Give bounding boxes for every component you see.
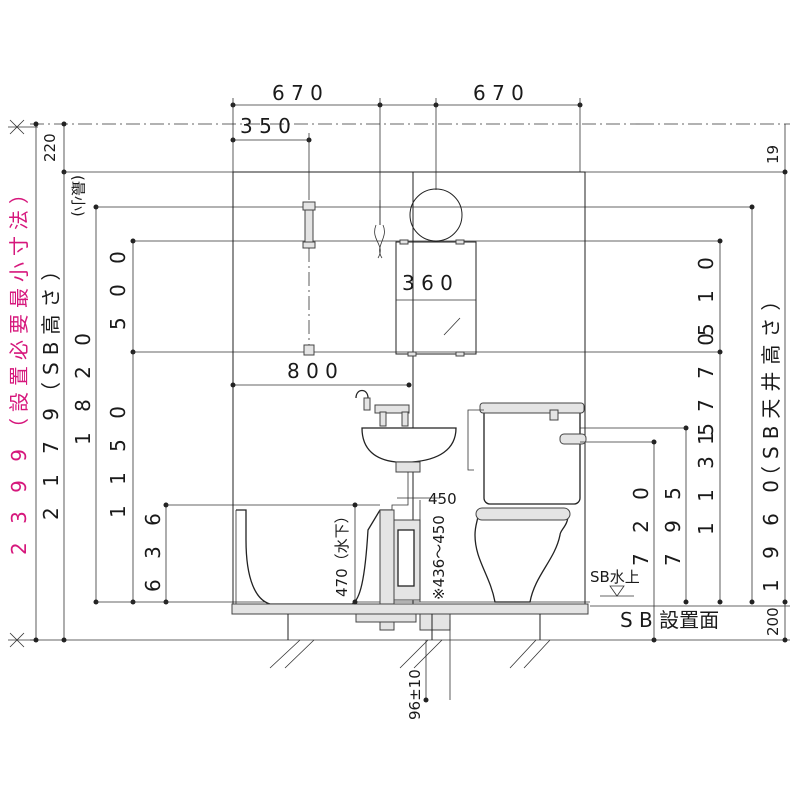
label-800: 8 0 0 [287, 359, 338, 383]
label-500: 5 0 0 [106, 244, 130, 330]
label-795: 7 9 5 [661, 480, 685, 566]
label-470: 470（水下） [333, 508, 351, 597]
label-1150: 1 1 5 0 [106, 399, 130, 518]
label-360: 3 6 0 [402, 271, 453, 295]
label-350: 3 5 0 [240, 114, 291, 138]
bathtub [235, 509, 392, 605]
support-legs [269, 614, 551, 669]
toilet [467, 402, 587, 603]
label-200: 200 [764, 607, 782, 636]
level-marker-top [8, 119, 38, 135]
shower-fixture [302, 201, 316, 356]
label-636: 6 3 6 [141, 506, 165, 592]
label-min-note: (最小) [69, 175, 87, 217]
label-436: ※436～450 [430, 515, 448, 600]
label-510: 5 1 0 [694, 250, 718, 336]
label-1960: 1 9 6 0 [759, 473, 783, 592]
ceiling-light-icon [409, 188, 463, 242]
label-19: 19 [764, 145, 782, 164]
label-720: 7 2 0 [629, 480, 653, 566]
chain-icon [374, 200, 385, 259]
label-sb-height: （SB高さ） [39, 254, 63, 402]
label-sb-floor: S B 設置面 [620, 608, 719, 632]
label-670-right: 6 7 0 [473, 81, 524, 105]
label-220: 220 [41, 133, 59, 162]
label-2179: 2 1 7 9 [39, 401, 63, 520]
mirror-cabinet [395, 239, 477, 357]
label-1770: 1 7 7 0 [694, 326, 718, 445]
label-1820: 1 8 2 0 [71, 326, 95, 445]
label-670-left: 6 7 0 [272, 81, 323, 105]
label-min-size: （設置必要最小寸法） [7, 178, 31, 438]
wash-basin [355, 389, 457, 515]
label-sb-ceiling: （SB天井高さ） [759, 284, 783, 486]
floor-base [231, 603, 589, 615]
water-level-icon [609, 585, 625, 597]
label-sb-water: SB水上 [590, 568, 640, 586]
label-450: 450 [428, 490, 457, 508]
label-96: 96±10 [406, 669, 424, 720]
label-2399: 2 3 9 9 [7, 443, 31, 555]
label-1135: 1 1 3 5 [694, 416, 718, 535]
